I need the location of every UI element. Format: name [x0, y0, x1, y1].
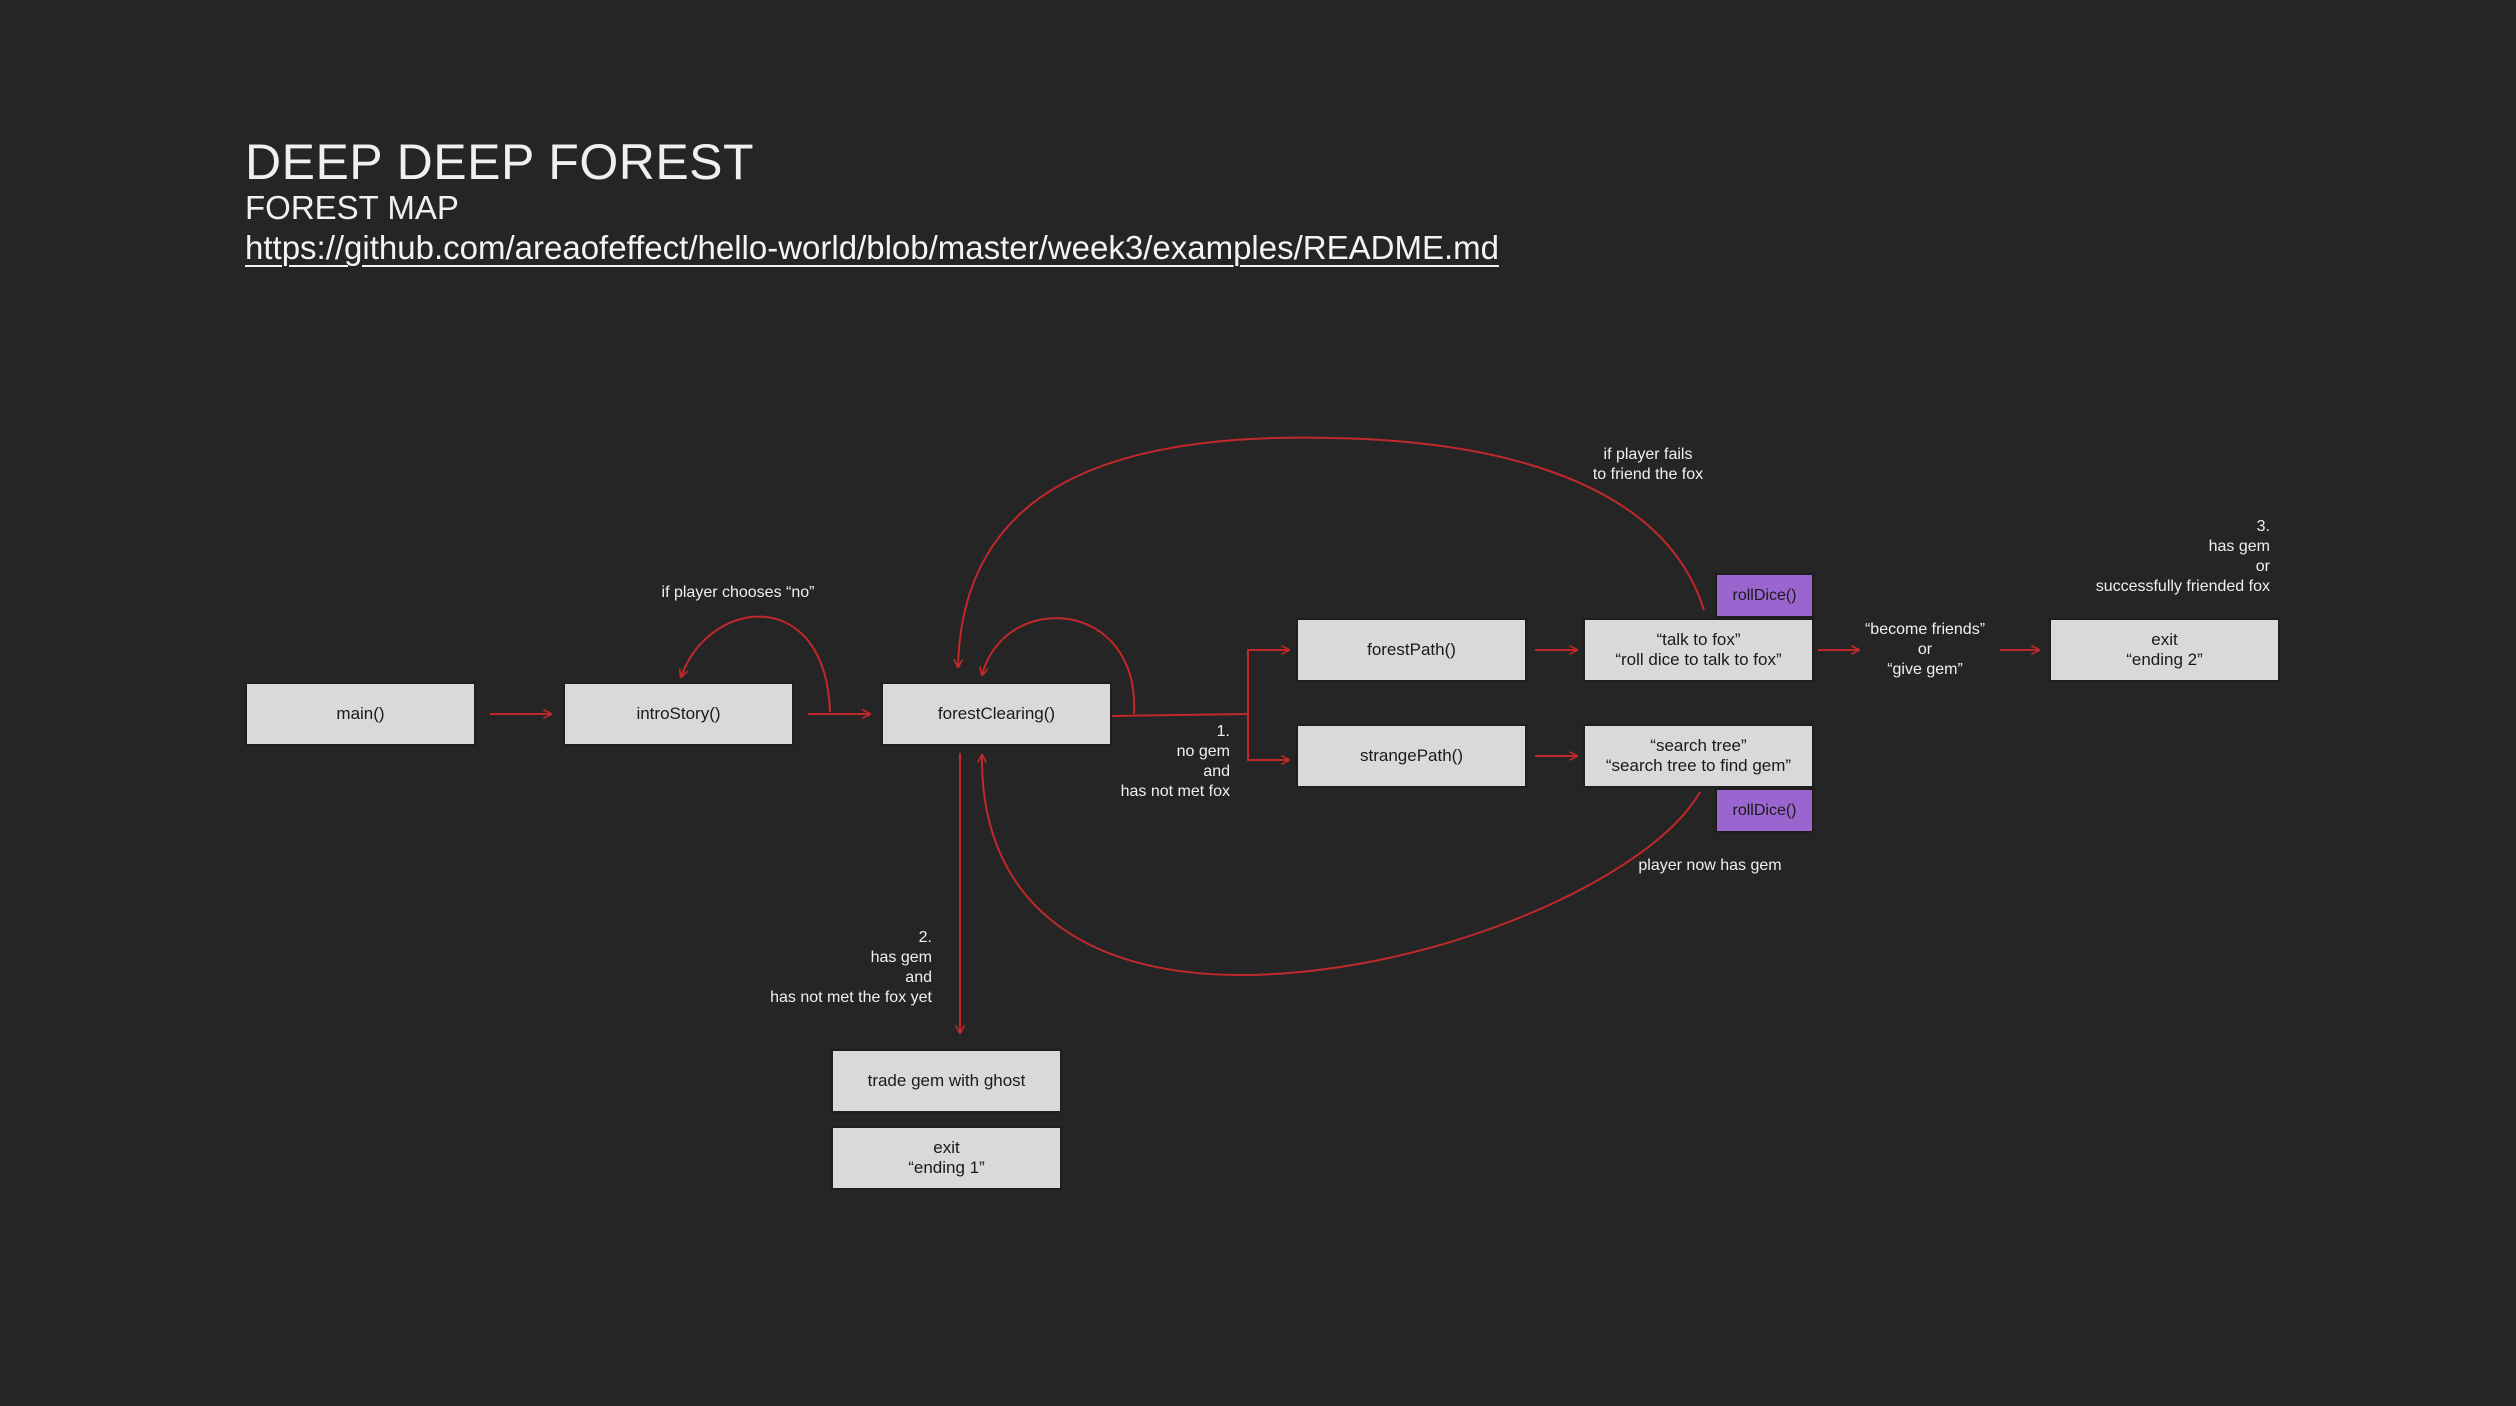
exit-ending-1-node: exit “ending 1”: [831, 1126, 1062, 1190]
main-node: main(): [245, 682, 476, 746]
exit-ending-2-node: exit “ending 2”: [2049, 618, 2280, 682]
label-player-fails: if player fails to friend the fox: [1592, 446, 1704, 483]
label-condition-1: 1. no gem and has not met fox: [1120, 723, 1230, 800]
edge-branch-to-strange: [1247, 714, 1289, 760]
edge-found-gem-back: [982, 755, 1701, 977]
talk-to-fox-node: “talk to fox” “roll dice to talk to fox”: [1583, 618, 1814, 682]
edge-intro-loop: [681, 615, 831, 713]
label-condition-2: 2. has gem and has not met the fox yet: [770, 929, 932, 1006]
label-condition-3: 3. has gem or successfully friended fox: [2095, 518, 2270, 595]
intro-story-node: introStory(): [563, 682, 794, 746]
forest-clearing-node: forestClearing(): [881, 682, 1112, 746]
search-tree-node: “search tree” “search tree to find gem”: [1583, 724, 1814, 788]
readme-link[interactable]: https://github.com/areaofeffect/hello-wo…: [245, 229, 1499, 266]
edge-clearing-to-branch: [1110, 650, 1289, 717]
roll-dice-tree: rollDice(): [1715, 788, 1814, 833]
label-player-no: if player chooses “no”: [661, 584, 815, 601]
forest-path-node: forestPath(): [1296, 618, 1527, 682]
strange-path-node: strangePath(): [1296, 724, 1527, 788]
roll-dice-fox: rollDice(): [1715, 573, 1814, 618]
page-subtitle: FOREST MAP: [245, 189, 459, 226]
label-player-has-gem: player now has gem: [1638, 857, 1782, 874]
edge-clearing-loop: [982, 617, 1136, 715]
label-become-friends: “become friends” or “give gem”: [1864, 621, 1986, 678]
page-title: DEEP DEEP FOREST: [245, 134, 755, 190]
trade-gem-node: trade gem with ghost: [831, 1049, 1062, 1113]
edge-fail-friend-back: [958, 436, 1705, 667]
